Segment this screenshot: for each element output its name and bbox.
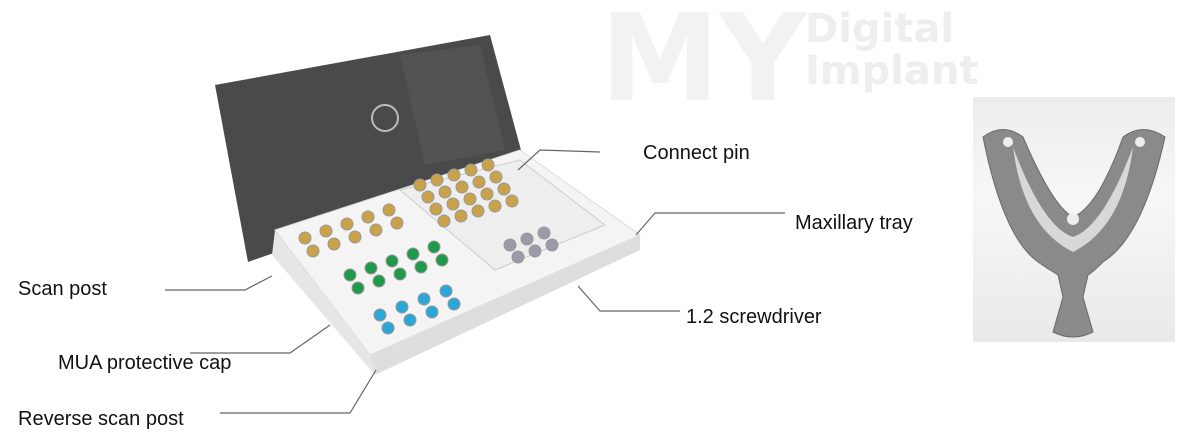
mua-cap-item (414, 260, 428, 274)
maxillary-tray-icon (982, 129, 1166, 338)
connect-pin-item (429, 202, 443, 216)
mua-cap-item (393, 267, 407, 281)
connect-pin-item (471, 204, 485, 218)
connect-pin-item (421, 190, 435, 204)
scan-post-item (340, 217, 354, 231)
reverse-scan-post-item (425, 305, 439, 319)
mua-cap-item (427, 240, 441, 254)
label-reverse-scan-post: Reverse scan post (18, 408, 184, 430)
connect-pin-item (489, 170, 503, 184)
lid-window (400, 45, 505, 165)
scan-post-item (327, 237, 341, 251)
connect-pin-item (430, 173, 444, 187)
connect-pin-item (438, 185, 452, 199)
connect-pin-item (454, 209, 468, 223)
leader-lines (165, 149, 785, 414)
reverse-scan-post-item (447, 297, 461, 311)
scan-post-item (390, 216, 404, 230)
leader-scan-post (165, 275, 273, 291)
connect-pin-item (497, 182, 511, 196)
connect-pin-item (413, 178, 427, 192)
label-maxillary-tray: Maxillary tray (795, 212, 913, 234)
watermark-brand: MY (600, 0, 807, 129)
screwdriver-slot (520, 232, 534, 246)
scan-post-item (382, 203, 396, 217)
leader-mua-cap (190, 324, 331, 354)
screwdriver-slot (503, 238, 517, 252)
connect-pin-item (455, 180, 469, 194)
scan-post-item (306, 244, 320, 258)
mua-cap-item (364, 261, 378, 275)
connect-pin-item (437, 214, 451, 228)
screwdriver-slot (528, 244, 542, 258)
scan-post-item (361, 210, 375, 224)
reverse-scan-post-item (417, 292, 431, 306)
reverse-scan-post-item (395, 300, 409, 314)
leader-connect-pin (517, 149, 601, 171)
connect-pin-item (480, 187, 494, 201)
mua-cap-item (351, 281, 365, 295)
maxillary-tray-photo (973, 97, 1175, 342)
reverse-scan-post-item (373, 308, 387, 322)
scan-post-item (298, 231, 312, 245)
mua-cap-item (406, 247, 420, 261)
reverse-scan-post-item (381, 321, 395, 335)
kit-tray-front (370, 235, 640, 375)
reverse-scan-post-item (403, 313, 417, 327)
connect-pin-item (472, 175, 486, 189)
label-scan-post: Scan post (18, 278, 107, 300)
connect-pin-item (481, 158, 495, 172)
watermark-line2: Implant (805, 48, 979, 94)
leader-screwdriver (577, 285, 680, 312)
connect-pin-item (505, 194, 519, 208)
lid-logo (371, 104, 399, 132)
mua-cap-item (435, 253, 449, 267)
connect-pin-item (488, 199, 502, 213)
kit-tray-side (272, 230, 375, 375)
connect-pin-item (464, 163, 478, 177)
reverse-scan-post-item (439, 284, 453, 298)
screwdriver-slot (511, 250, 525, 264)
screwdriver-slot (545, 238, 559, 252)
mua-cap-item (372, 274, 386, 288)
mua-cap-item (385, 254, 399, 268)
leader-reverse-scan-post (220, 369, 377, 414)
connect-pin-item (446, 197, 460, 211)
scan-post-item (319, 224, 333, 238)
watermark-line1: Digital (805, 6, 955, 52)
connect-pin-item (463, 192, 477, 206)
label-connect-pin: Connect pin (643, 142, 750, 164)
connect-pin-item (447, 168, 461, 182)
scan-post-item (348, 230, 362, 244)
scan-post-item (369, 223, 383, 237)
label-screwdriver: 1.2 screwdriver (686, 306, 822, 328)
label-mua-cap: MUA protective cap (58, 352, 232, 374)
screwdriver-slot (537, 226, 551, 240)
leader-maxillary-tray (635, 212, 785, 236)
mua-cap-item (343, 268, 357, 282)
